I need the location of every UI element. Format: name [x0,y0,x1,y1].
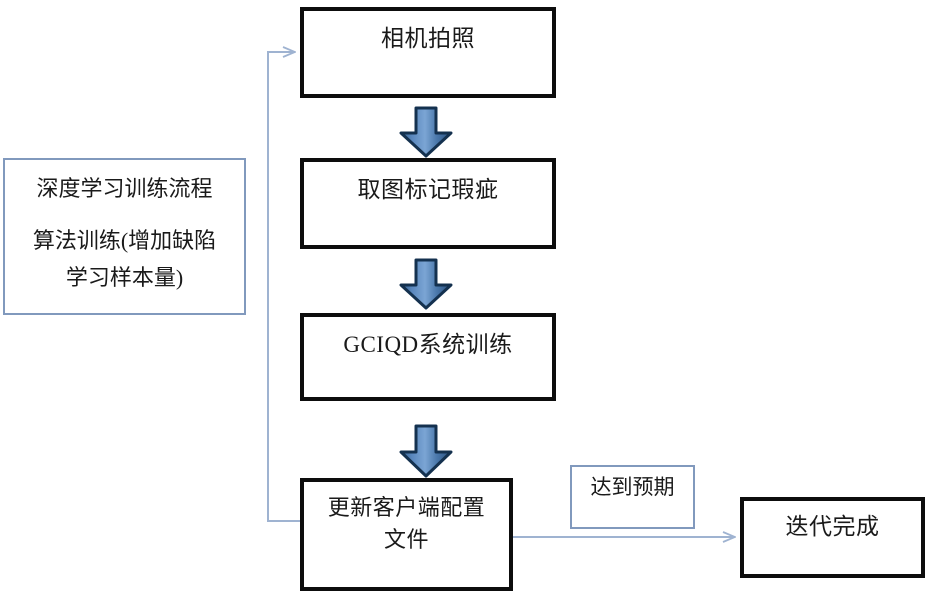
block-arrow-down-2 [399,258,453,310]
condition-label-meets-expectation: 达到预期 [590,475,675,499]
block-arrow-down-3 [399,424,453,478]
feedback-connector [267,52,300,522]
process-label-gciqd-training: GCIQD系统训练 [343,332,513,357]
process-box-update-client-config[interactable]: 更新客户端配置 文件 [300,478,513,591]
process-box-camera-capture[interactable]: 相机拍照 [300,7,556,98]
process-box-gciqd-training[interactable]: GCIQD系统训练 [300,313,556,401]
annotation-box: 深度学习训练流程 算法训练(增加缺陷 学习样本量) [3,158,246,315]
process-label-iteration-complete: 迭代完成 [785,514,880,539]
process-box-iteration-complete[interactable]: 迭代完成 [740,497,925,578]
condition-box-meets-expectation: 达到预期 [570,465,695,529]
annotation-line-2: 算法训练(增加缺陷 学习样本量) [32,228,217,290]
process-label-update-client-config: 更新客户端配置 文件 [327,495,486,552]
annotation-line-1: 深度学习训练流程 [36,176,213,201]
process-box-label-defects[interactable]: 取图标记瑕疵 [300,158,556,249]
process-label-label-defects: 取图标记瑕疵 [357,177,499,202]
block-arrow-down-1 [399,106,453,158]
process-label-camera-capture: 相机拍照 [381,26,475,51]
